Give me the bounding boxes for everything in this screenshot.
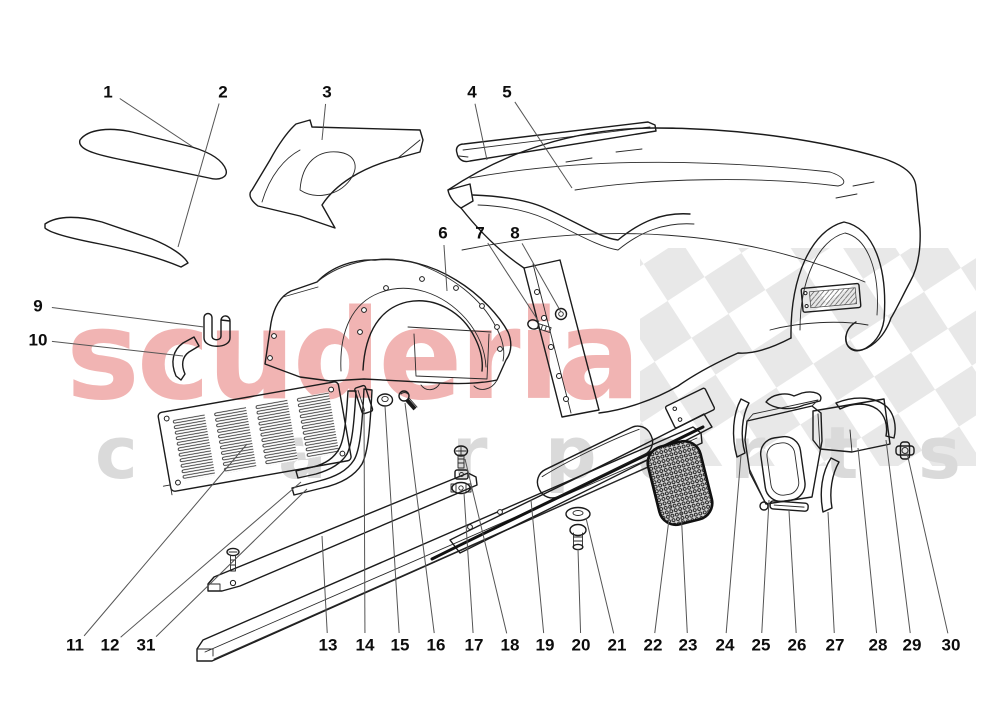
part-air-duct-25 — [744, 399, 823, 505]
callout-leader-10 — [51, 340, 184, 357]
part-rocker-panel — [196, 426, 703, 662]
callout-label-9: 9 — [33, 297, 42, 316]
callout-label-31: 31 — [137, 636, 156, 655]
callout-label-27: 27 — [826, 636, 845, 655]
part-sill-backing-strip — [207, 472, 478, 592]
callout-leader-9 — [51, 307, 205, 328]
callout-leader-27 — [827, 511, 835, 634]
callout-label-11: 11 — [66, 636, 84, 655]
callout-leader-25 — [761, 499, 770, 634]
part-mesh-grille-upper — [79, 128, 227, 180]
callout-leader-11 — [83, 443, 248, 637]
callout-label-6: 6 — [438, 224, 447, 243]
callout-label-3: 3 — [322, 83, 331, 102]
callout-leader-20 — [577, 548, 582, 634]
callout-label-13: 13 — [319, 636, 338, 655]
part-bolt-7 — [527, 319, 552, 333]
callout-label-5: 5 — [502, 83, 511, 102]
callout-label-30: 30 — [942, 636, 961, 655]
part-quarter-panel — [249, 119, 424, 229]
callout-leader-18 — [464, 458, 508, 634]
callout-leader-26 — [788, 510, 797, 634]
callout-leader-8 — [521, 243, 562, 313]
part-curved-strip-29 — [835, 397, 896, 439]
callout-leader-19 — [530, 499, 545, 634]
callout-label-12: 12 — [101, 636, 120, 655]
callout-leader-14 — [363, 409, 366, 634]
callout-leader-28 — [857, 447, 878, 634]
part-outer-sill-panel — [430, 387, 716, 561]
callout-leader-29 — [885, 439, 911, 634]
callout-label-21: 21 — [608, 636, 627, 655]
callout-leader-23 — [680, 508, 688, 634]
callout-label-4: 4 — [467, 83, 477, 102]
part-curved-bracket — [172, 336, 200, 381]
callout-label-24: 24 — [716, 636, 735, 655]
callout-leader-24 — [725, 454, 742, 634]
callout-label-25: 25 — [752, 636, 771, 655]
callout-leader-3 — [321, 103, 327, 141]
part-side-strip-24 — [732, 398, 750, 458]
callout-leader-21 — [585, 517, 615, 634]
part-roof-strip — [455, 121, 657, 163]
callout-label-29: 29 — [903, 636, 922, 655]
callout-label-18: 18 — [501, 636, 520, 655]
part-corner-panel-28 — [812, 398, 891, 453]
part-plug-14 — [354, 384, 374, 415]
callout-label-23: 23 — [679, 636, 698, 655]
callout-leader-31 — [155, 488, 308, 638]
callout-leader-7 — [487, 242, 540, 323]
part-l-trim-inner — [295, 390, 357, 479]
callout-label-17: 17 — [465, 636, 484, 655]
callout-leader-13 — [321, 535, 328, 634]
part-washer-21 — [565, 506, 591, 522]
callout-label-20: 20 — [572, 636, 591, 655]
callout-leader-16 — [404, 402, 435, 634]
callout-leader-6 — [443, 244, 448, 292]
callout-label-16: 16 — [427, 636, 446, 655]
callout-leader-17 — [463, 492, 474, 634]
callout-label-19: 19 — [536, 636, 555, 655]
callout-label-10: 10 — [29, 331, 48, 350]
callout-leader-15 — [384, 405, 400, 634]
part-bolt-20 — [569, 523, 587, 551]
callout-leader-1 — [119, 98, 194, 148]
callout-leader-30 — [906, 452, 949, 634]
part-nut-30 — [895, 441, 915, 460]
callout-label-14: 14 — [356, 636, 375, 655]
callout-label-28: 28 — [869, 636, 888, 655]
part-wheelhouse-liner — [264, 258, 512, 391]
callout-label-15: 15 — [391, 636, 410, 655]
part-gasket-top — [765, 391, 822, 410]
callout-leader-12 — [120, 481, 302, 638]
callout-label-1: 1 — [103, 83, 112, 102]
callout-label-8: 8 — [510, 224, 519, 243]
part-flank-panel — [447, 127, 921, 418]
callout-label-7: 7 — [475, 224, 484, 243]
artwork-layer — [44, 119, 921, 662]
callout-leader-4 — [474, 103, 488, 161]
callout-label-26: 26 — [788, 636, 807, 655]
callout-leader-2 — [177, 103, 220, 248]
part-l-trim-outer — [291, 388, 373, 496]
part-spring-clip-17 — [450, 481, 472, 495]
callout-label-2: 2 — [218, 83, 227, 102]
part-u-clip — [203, 312, 231, 347]
part-mesh-grille-lower — [44, 216, 189, 268]
callout-leader-5 — [514, 101, 573, 189]
part-strip-with-bolt-26 — [759, 500, 809, 512]
part-oval-mesh-grille — [646, 439, 714, 527]
callout-leader-22 — [654, 502, 672, 634]
watermark-brand: scuderia — [66, 284, 638, 428]
part-side-strip-27 — [820, 457, 840, 513]
part-screw-18 — [453, 445, 469, 480]
callout-label-22: 22 — [644, 636, 663, 655]
part-bolt-16 — [398, 390, 418, 411]
part-louvered-panel — [157, 381, 352, 496]
